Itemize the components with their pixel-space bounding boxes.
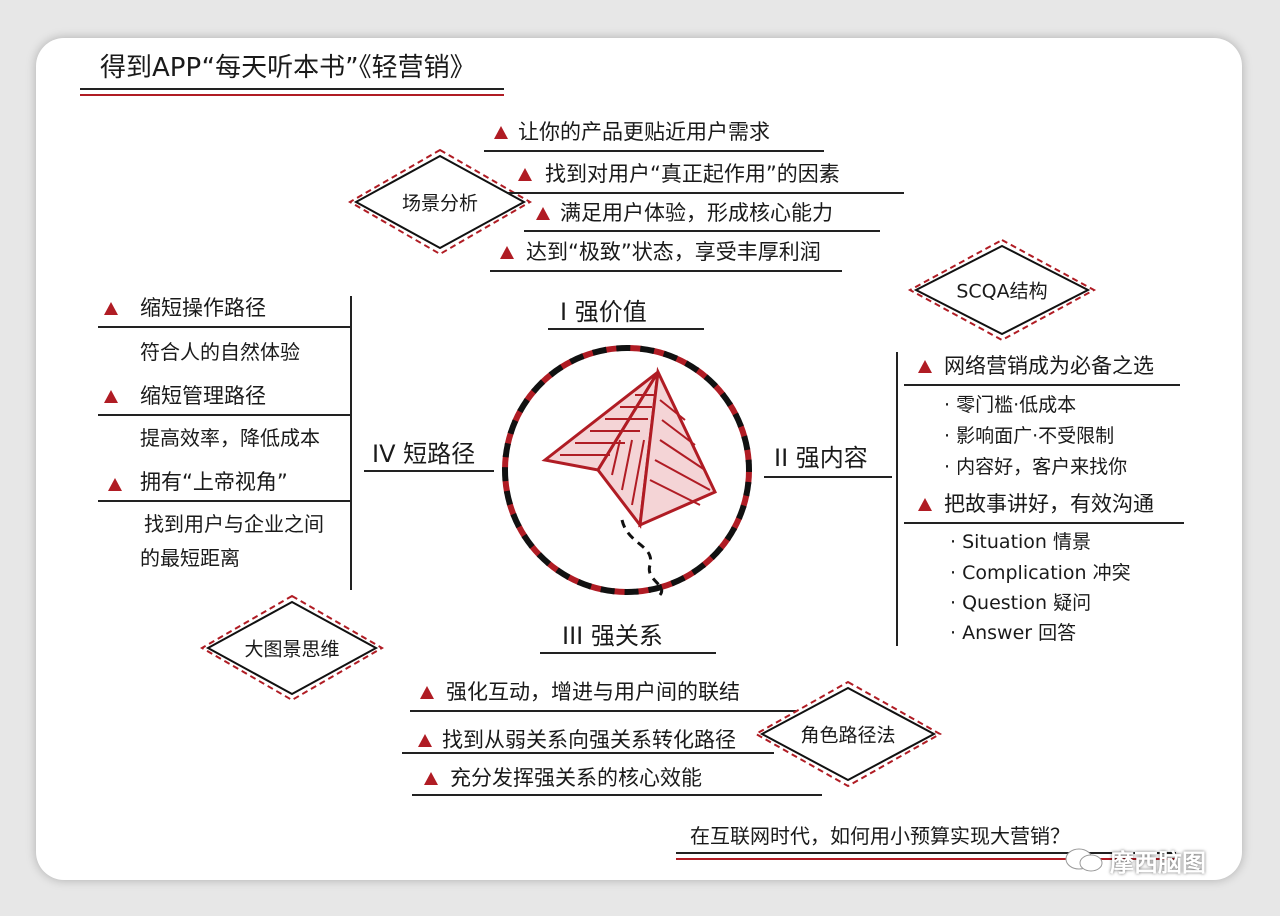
branch-top-label: I 强价值	[560, 298, 647, 326]
bottom-item-1-line	[410, 710, 796, 712]
bottom-item-2-line	[402, 752, 774, 754]
bullet-icon	[104, 302, 118, 315]
top-item-2: 找到对用户“真正起作用”的因素	[545, 162, 840, 186]
top-item-4-line	[490, 270, 842, 272]
top-item-3-line	[524, 230, 880, 232]
method-left-label: 大图景思维	[244, 638, 340, 661]
right-group-2-heading: 把故事讲好，有效沟通	[944, 492, 1154, 516]
title-underline	[80, 88, 504, 90]
branch-bottom-label: III 强关系	[562, 622, 663, 650]
right-group-2-line	[904, 522, 1184, 524]
bottom-item-1: 强化互动，增进与用户间的联结	[446, 680, 740, 704]
branch-left-spine	[350, 296, 352, 590]
bottom-item-3: 充分发挥强关系的核心效能	[450, 766, 702, 790]
right-group-1-line	[904, 384, 1180, 386]
branch-top-underline	[548, 328, 704, 330]
footer-question: 在互联网时代，如何用小预算实现大营销？	[690, 824, 1070, 848]
bullet-icon	[418, 734, 432, 747]
method-top-label: 场景分析	[401, 192, 478, 215]
top-item-2-line	[508, 192, 904, 194]
method-diamond-right: SCQA结构	[907, 238, 1097, 342]
branch-right-connector	[764, 476, 892, 478]
branch-right-spine	[896, 352, 898, 646]
bullet-icon	[494, 126, 508, 139]
bottom-item-2: 找到从弱关系向强关系转化路径	[442, 728, 736, 752]
bullet-icon	[104, 390, 118, 403]
left-group-3-detail-2: 的最短距离	[140, 546, 240, 570]
title-underline-red	[80, 94, 504, 96]
left-group-2-detail: 提高效率，降低成本	[140, 426, 320, 450]
top-item-4: 达到“极致”状态，享受丰厚利润	[526, 240, 821, 264]
left-group-3-detail-1: 找到用户与企业之间	[144, 512, 324, 536]
method-diamond-bottom: 角色路径法	[753, 680, 943, 788]
right-group-2-bullet-1: · Situation 情景	[950, 531, 1092, 553]
top-item-1-line	[484, 150, 824, 152]
watermark: 摩西脑图	[1064, 844, 1206, 877]
bullet-icon	[420, 686, 434, 699]
right-group-1-bullet-1: · 零门槛·低成本	[944, 394, 1077, 416]
bullet-icon	[518, 168, 532, 181]
left-group-1-detail: 符合人的自然体验	[140, 340, 300, 364]
footer-underline	[676, 852, 1176, 854]
left-group-2-line	[98, 414, 352, 416]
method-diamond-left: 大图景思维	[200, 594, 384, 702]
bullet-icon	[536, 207, 550, 220]
footer-underline-red	[676, 858, 1176, 860]
bullet-icon	[918, 360, 932, 373]
branch-left-label: IV 短路径	[372, 440, 476, 468]
right-group-2-bullet-4: · Answer 回答	[950, 622, 1077, 644]
method-bottom-label: 角色路径法	[800, 724, 896, 747]
bullet-icon	[108, 478, 122, 491]
left-group-1-line	[98, 326, 352, 328]
wechat-icon	[1065, 848, 1103, 872]
bullet-icon	[918, 498, 932, 511]
right-group-1-bullet-2: · 影响面广·不受限制	[944, 425, 1115, 447]
top-item-1: 让你的产品更贴近用户需求	[518, 120, 770, 144]
right-group-1-bullet-3: · 内容好，客户来找你	[944, 456, 1128, 478]
method-diamond-top: 场景分析	[348, 148, 532, 256]
bullet-icon	[500, 246, 514, 259]
left-group-2-heading: 缩短管理路径	[140, 384, 266, 408]
method-right-label: SCQA结构	[956, 280, 1048, 303]
page-title: 得到APP“每天听本书”《轻营销》	[100, 53, 476, 83]
right-group-2-bullet-3: · Question 疑问	[950, 592, 1092, 614]
left-group-1-heading: 缩短操作路径	[140, 296, 266, 320]
branch-left-connector	[364, 470, 494, 472]
watermark-text: 摩西脑图	[1110, 848, 1206, 877]
paper-plane-icon	[541, 366, 718, 596]
right-group-2-bullet-2: · Complication 冲突	[950, 562, 1131, 584]
branch-bottom-underline	[540, 652, 716, 654]
top-item-3: 满足用户体验，形成核心能力	[560, 201, 833, 225]
branch-right-label: II 强内容	[774, 444, 868, 472]
bullet-icon	[424, 772, 438, 785]
bottom-item-3-line	[412, 794, 822, 796]
left-group-3-line	[98, 500, 352, 502]
right-group-1-heading: 网络营销成为必备之选	[944, 354, 1154, 378]
left-group-3-heading: 拥有“上帝视角”	[140, 470, 288, 494]
